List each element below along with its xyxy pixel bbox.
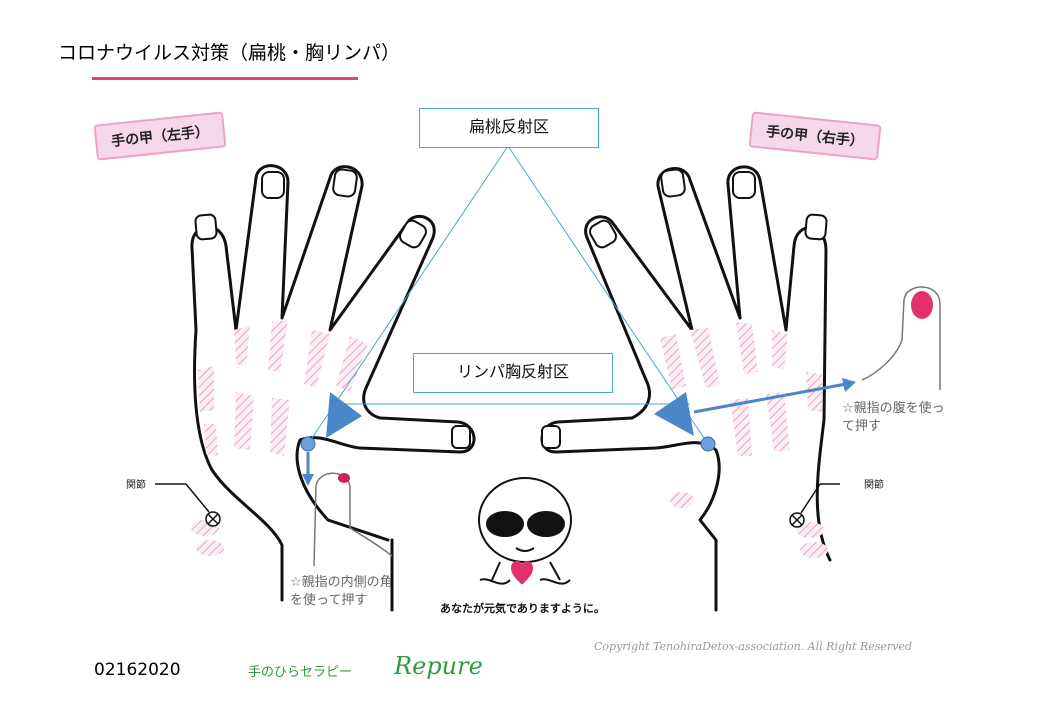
brand-name: 手のひらセラピー — [248, 665, 353, 680]
left-instruction-line1: ☆親指の内側の角 — [290, 575, 393, 590]
date-code: 02162020 — [94, 660, 181, 680]
character-caption: あなたが元気でありますように。 — [440, 602, 605, 615]
character-illustration — [478, 477, 572, 585]
right-instruction: ☆親指の腹を使っ て押す — [842, 400, 945, 436]
brand-logo: Repure — [394, 652, 483, 680]
left-hand — [190, 164, 476, 612]
right-tonsil-point — [700, 436, 716, 452]
page-title: コロナウイルス対策（扁桃・胸リンパ） — [58, 42, 401, 64]
right-instruction-line1: ☆親指の腹を使っ — [842, 401, 945, 416]
right-joint-label: 関節 — [864, 480, 884, 491]
lymph-zone-label: リンパ胸反射区 — [413, 353, 613, 393]
guide-arrows — [302, 378, 856, 486]
left-tonsil-point — [300, 436, 316, 452]
joint-markers — [155, 483, 840, 528]
right-thumb-inset — [861, 286, 941, 390]
left-thumb-inset — [313, 472, 393, 567]
reflex-triangle — [307, 145, 709, 445]
title-underline — [92, 77, 358, 80]
left-reflex-zones — [191, 320, 368, 556]
right-lymph-marker — [654, 392, 694, 436]
left-instruction: ☆親指の内側の角 を使って押す — [290, 574, 393, 610]
left-lymph-marker — [326, 392, 362, 438]
copyright-text: Copyright TenohiraDetox-association. All… — [594, 640, 912, 653]
right-reflex-zones — [660, 322, 828, 558]
left-joint-label: 関節 — [126, 480, 146, 491]
left-instruction-line2: を使って押す — [290, 593, 368, 608]
tonsil-zone-label: 扁桃反射区 — [419, 108, 599, 148]
right-instruction-line2: て押す — [842, 419, 882, 434]
